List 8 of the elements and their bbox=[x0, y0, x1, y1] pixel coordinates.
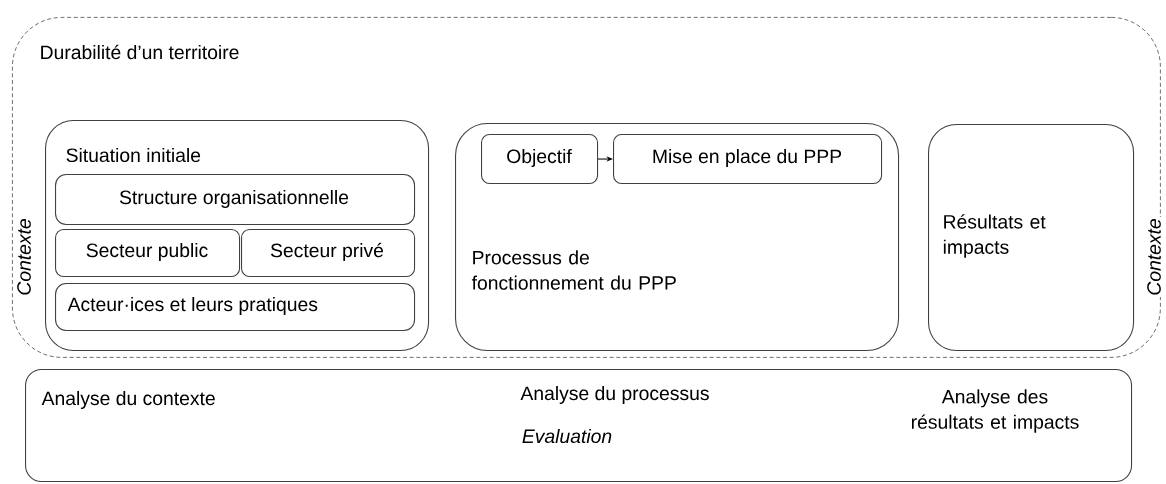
step-box: Mise en place du PPP bbox=[613, 134, 883, 185]
item-box: Secteur privé bbox=[241, 229, 416, 278]
item-box: Secteur public bbox=[55, 229, 241, 278]
item-box: Structure organisationnelle bbox=[55, 174, 416, 226]
item-box: Acteur·ices et leurs pratiques bbox=[55, 283, 416, 332]
step-box: Objectif bbox=[481, 134, 599, 185]
group-box: Résultats et impacts bbox=[928, 124, 1135, 352]
panel-box: Analyse du contexte Analyse du processus Analyse des résultats et impacts Evaluation bbox=[25, 369, 1133, 483]
